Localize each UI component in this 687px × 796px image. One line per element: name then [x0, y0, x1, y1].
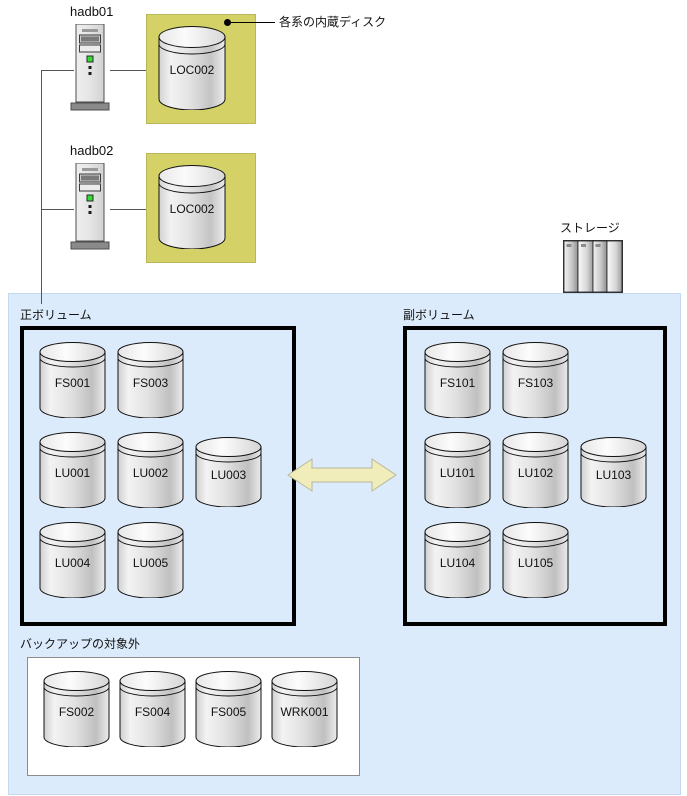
group-label-primary: 正ボリューム [20, 308, 92, 322]
host-link-hadb01-right [110, 70, 146, 71]
disk-cylinder-icon-fs001: FS001 [39, 342, 106, 418]
disk-cylinder-icon-fs103: FS103 [502, 342, 569, 418]
group-label-secondary: 副ボリューム [403, 308, 475, 322]
server-tower-icon-hadb01 [70, 24, 114, 112]
host-link-hadb02-left [41, 209, 74, 210]
server-tower-icon-hadb02 [70, 163, 114, 251]
host-link-hadb02-right [110, 209, 146, 210]
disk-cylinder-icon-loc002-hadb02: LOC002 [158, 165, 226, 249]
disk-cylinder-icon-fs101: FS101 [424, 342, 491, 418]
disk-cylinder-icon-lu104: LU104 [424, 522, 491, 598]
disk-cylinder-icon-fs005: FS005 [195, 671, 262, 747]
host-trunk-vertical [41, 70, 42, 304]
disk-cylinder-icon-lu005: LU005 [117, 522, 184, 598]
disk-cylinder-icon-lu004: LU004 [39, 522, 106, 598]
leader-dot-icon [224, 19, 231, 26]
bidirectional-arrow-icon [286, 452, 398, 498]
leader-line [231, 22, 275, 23]
disk-cylinder-icon-wrk001: WRK001 [271, 671, 338, 747]
disk-cylinder-icon-lu002: LU002 [117, 432, 184, 508]
disk-cylinder-icon-lu003: LU003 [195, 437, 262, 507]
host-label-hadb02: hadb02 [70, 143, 114, 158]
disk-cylinder-icon-lu105: LU105 [502, 522, 569, 598]
disk-cylinder-icon-lu102: LU102 [502, 432, 569, 508]
volume-frame-secondary [403, 326, 667, 626]
disk-cylinder-icon-fs002: FS002 [43, 671, 110, 747]
storage-array-label: ストレージ [560, 221, 620, 235]
group-label-excluded: バックアップの対象外 [20, 637, 141, 651]
disk-cylinder-icon-lu103: LU103 [580, 437, 647, 507]
disk-cylinder-icon-fs003: FS003 [117, 342, 184, 418]
annotation-local-disks: 各系の内蔵ディスク [279, 15, 387, 29]
host-link-hadb01-left [41, 70, 74, 71]
storage-array-icon [563, 240, 623, 293]
disk-cylinder-icon-loc002-hadb01: LOC002 [158, 26, 226, 110]
disk-cylinder-icon-fs004: FS004 [119, 671, 186, 747]
host-label-hadb01: hadb01 [70, 4, 114, 19]
disk-cylinder-icon-lu001: LU001 [39, 432, 106, 508]
disk-cylinder-icon-lu101: LU101 [424, 432, 491, 508]
